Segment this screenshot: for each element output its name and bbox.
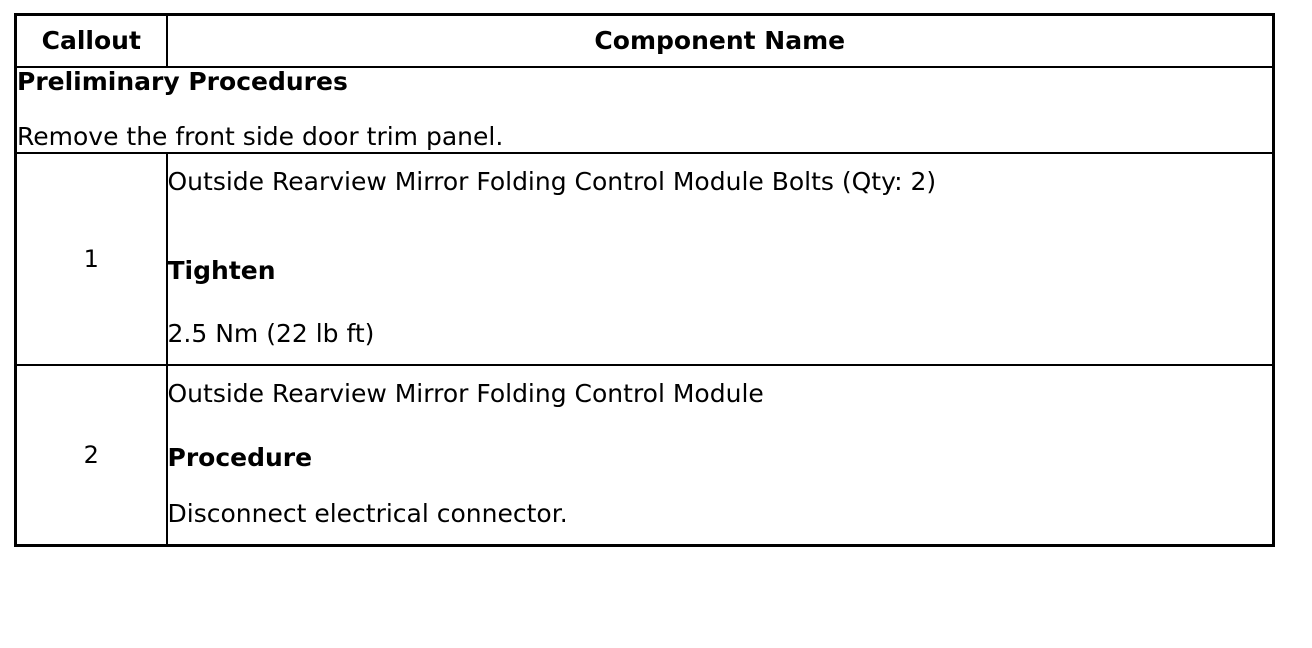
header-component-name: Component Name: [165, 13, 1275, 68]
component-detail-cell: Outside Rearview Mirror Folding Control …: [165, 363, 1275, 546]
preliminary-procedures-row: Preliminary Procedures Remove the front …: [14, 66, 1275, 154]
component-detail-text: Disconnect electrical connector.: [167, 499, 568, 529]
component-callout-table: Callout Component Name Preliminary Proce…: [14, 13, 1275, 547]
component-subheading: Tighten: [167, 255, 276, 285]
component-subheading: Procedure: [167, 442, 313, 472]
callout-number: 1: [14, 151, 168, 366]
table-header-row: Callout Component Name: [14, 13, 1275, 68]
component-detail-text: 2.5 Nm (22 lb ft): [167, 319, 375, 349]
preliminary-procedures-cell: Preliminary Procedures Remove the front …: [14, 66, 1275, 154]
header-callout: Callout: [14, 13, 168, 68]
callout-number: 2: [14, 363, 168, 546]
preliminary-procedures-step: Remove the front side door trim panel.: [17, 121, 504, 151]
preliminary-procedures-title: Preliminary Procedures: [17, 67, 348, 96]
component-detail-cell: Outside Rearview Mirror Folding Control …: [165, 151, 1275, 366]
component-name-text: Outside Rearview Mirror Folding Control …: [167, 378, 764, 408]
table-row: 2 Outside Rearview Mirror Folding Contro…: [14, 363, 1275, 546]
table-row: 1 Outside Rearview Mirror Folding Contro…: [14, 151, 1275, 366]
component-name-text: Outside Rearview Mirror Folding Control …: [167, 166, 937, 196]
